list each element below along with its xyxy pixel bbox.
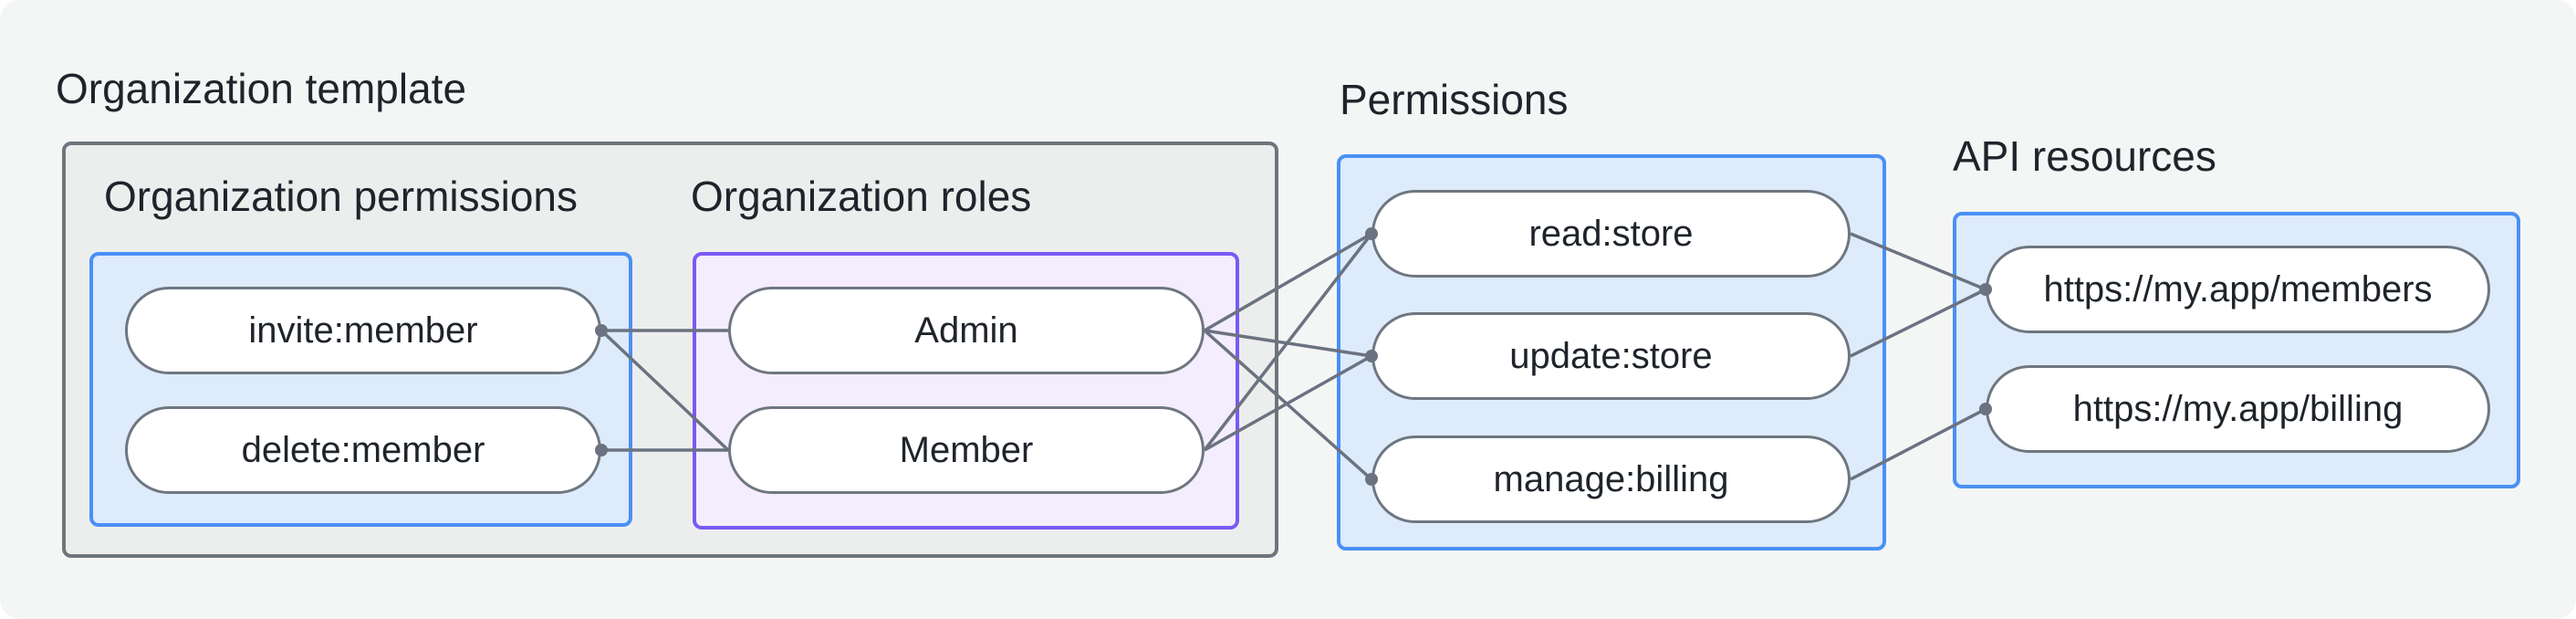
node-pill-members-api: https://my.app/members (1986, 246, 2490, 333)
node-pill-manage-billing: manage:billing (1371, 435, 1851, 523)
org-template-label: Organization template (56, 65, 467, 112)
node-pill-member: Member (728, 406, 1205, 494)
node-pill-billing-api: https://my.app/billing (1986, 365, 2490, 453)
permissions-label: Permissions (1340, 76, 1569, 123)
api-resources-label: API resources (1953, 132, 2216, 180)
node-pill-update-store: update:store (1371, 312, 1851, 400)
node-pill-delete-member: delete:member (125, 406, 601, 494)
node-pill-read-store: read:store (1371, 190, 1851, 278)
org-permissions-label: Organization permissions (104, 173, 579, 220)
org-roles-label: Organization roles (691, 173, 1032, 220)
node-pill-admin: Admin (728, 287, 1205, 374)
node-pill-invite-member: invite:member (125, 287, 601, 374)
